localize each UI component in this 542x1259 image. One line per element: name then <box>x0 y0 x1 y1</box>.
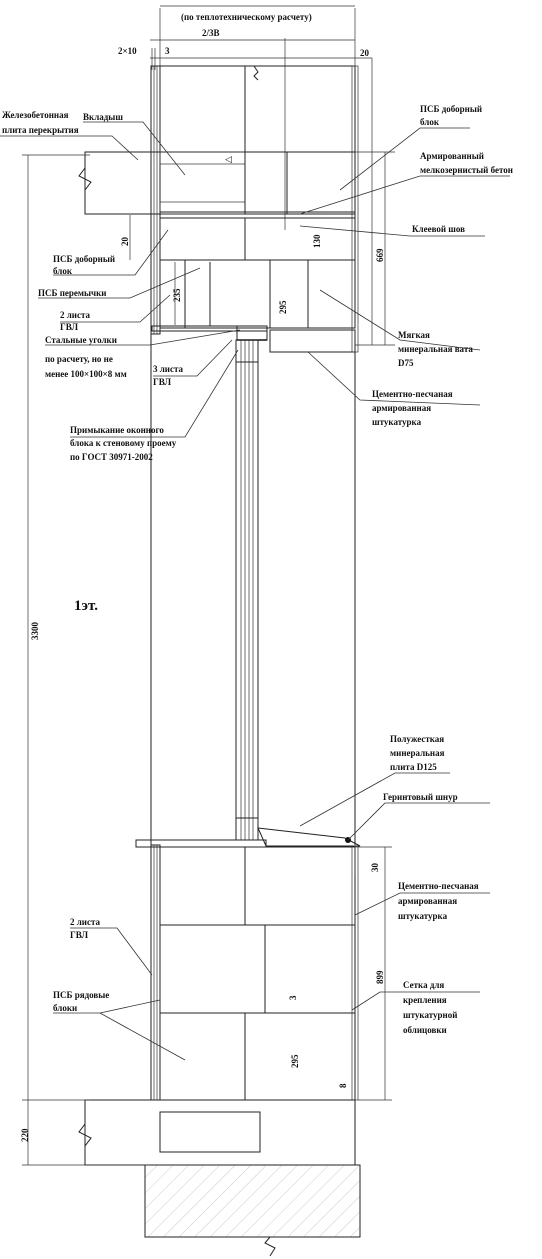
dim-3300: 3300 <box>30 622 40 641</box>
label-steel-angles-3: менее 100×100×8 мм <box>45 369 127 379</box>
label-cement-plaster-top-3: штукатурка <box>372 417 422 427</box>
label-window-joint: Примыкание оконного <box>70 425 164 435</box>
label-gvl2-top: 2 листа <box>60 310 91 320</box>
dim-235: 235 <box>172 288 182 302</box>
label-gvl2-bot-2: ГВЛ <box>70 930 88 940</box>
dim-2x10: 2×10 <box>118 46 137 56</box>
dim-3-top: 3 <box>165 46 170 56</box>
dim-295-top: 295 <box>278 300 288 314</box>
label-cement-plaster-top-2: армированная <box>372 403 431 413</box>
label-soft-wool: Мягкая <box>398 330 430 340</box>
rc-slab-bottom <box>78 1099 361 1257</box>
dim-top-note: (по теплотехническому расчету) <box>181 12 312 22</box>
dim-669: 669 <box>375 248 385 262</box>
label-psb-row-2: блоки <box>53 1003 77 1013</box>
dim-fraction: 2/3В <box>202 28 220 38</box>
dim-3-bottom: 3 <box>288 995 298 1000</box>
lower-masonry <box>159 65 359 1101</box>
leader-lines <box>0 121 510 1061</box>
label-psb-extra-right-2: блок <box>420 117 440 127</box>
callout-labels: Вкладыш Железобетонная плита перекрытия … <box>2 104 513 1035</box>
reinforced-concrete-strip <box>159 211 356 219</box>
label-steel-angles-2: по расчету, но не <box>45 354 113 364</box>
label-soft-wool-3: D75 <box>398 358 414 368</box>
window-opening <box>150 334 356 845</box>
inner-lining <box>150 65 161 1101</box>
dim-20-left: 20 <box>120 237 130 247</box>
label-cement-plaster-bot: Цементно-песчаная <box>398 881 479 891</box>
label-mesh-2: крепления <box>403 995 447 1005</box>
dim-220: 220 <box>20 1128 30 1142</box>
dim-295-bottom: 295 <box>290 1054 300 1068</box>
label-semi-rigid: Полужесткая <box>390 734 444 744</box>
label-steel-angles: Стальные уголки <box>45 335 117 345</box>
label-rc-slab-2: плита перекрытия <box>2 125 79 135</box>
label-window-joint-3: по ГОСТ 30971-2002 <box>70 452 153 462</box>
label-gvl2-top-2: ГВЛ <box>60 322 78 332</box>
label-insert: Вкладыш <box>83 112 123 122</box>
label-mesh-3: штукатурной <box>403 1010 457 1020</box>
svg-text:◁: ◁ <box>225 154 232 164</box>
psb-lintels <box>159 259 356 353</box>
right-dimensions <box>354 58 395 1101</box>
dim-130: 130 <box>312 234 322 248</box>
label-psb-extra-left: ПСБ доборный <box>53 254 115 264</box>
floor-label: 1эт. <box>74 598 98 614</box>
top-dimensions: (по теплотехническому расчету) 2/3В 2×10… <box>118 5 372 230</box>
label-reinforced-concrete: Армированный <box>420 151 484 161</box>
label-semi-rigid-2: минеральная <box>390 748 445 758</box>
label-mesh: Сетка для <box>403 980 444 990</box>
label-cement-plaster-bot-2: армированная <box>398 896 457 906</box>
rc-slab-top: ◁ <box>78 151 356 215</box>
label-gvl3-2: ГВЛ <box>153 377 171 387</box>
label-rc-slab: Железобетонная <box>2 110 69 120</box>
label-psb-row: ПСБ рядовые <box>53 990 109 1000</box>
label-window-joint-2: блока к стеновому проему <box>70 438 177 448</box>
label-psb-extra-right: ПСБ доборный <box>420 104 482 114</box>
label-gerinit: Геринтовый шнур <box>383 792 458 802</box>
label-cement-plaster-bot-3: штукатурка <box>398 911 448 921</box>
dim-899: 899 <box>375 970 385 984</box>
psb-extra-row <box>159 217 356 261</box>
dim-8: 8 <box>338 1083 348 1088</box>
label-gvl3: 3 листа <box>153 364 184 374</box>
label-glue-joint: Клеевой шов <box>412 224 465 234</box>
dim-30: 30 <box>370 863 380 873</box>
label-psb-extra-left-2: блок <box>53 266 73 276</box>
label-cement-plaster-top: Цементно-песчаная <box>372 389 453 399</box>
label-soft-wool-2: минеральная вата <box>398 344 473 354</box>
label-mesh-4: облицовки <box>403 1025 447 1035</box>
label-semi-rigid-3: плита D125 <box>390 762 437 772</box>
label-reinforced-concrete-2: мелкозернистый бетон <box>420 165 513 175</box>
label-psb-lintels: ПСБ перемычки <box>38 288 106 298</box>
upper-block-masonry <box>159 65 356 153</box>
left-dimensions <box>22 154 176 1166</box>
window-sill <box>135 827 361 848</box>
label-gvl2-bot: 2 листа <box>70 917 101 927</box>
dim-20-top: 20 <box>360 48 370 58</box>
